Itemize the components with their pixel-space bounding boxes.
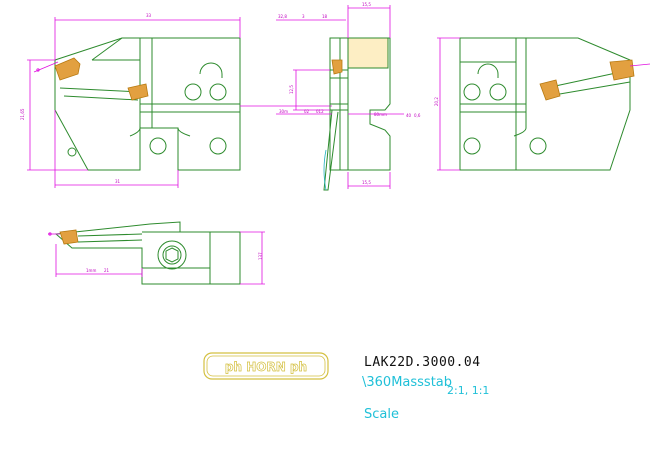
svg-text:31: 31 <box>115 179 121 184</box>
file-path: \360Massstab <box>362 375 453 390</box>
cutting-insert-rear <box>609 59 635 81</box>
svg-text:32,8: 32,8 <box>278 14 287 19</box>
svg-text:21: 21 <box>104 268 110 273</box>
svg-text:40: 40 <box>406 113 412 118</box>
cutting-insert-top <box>59 229 79 245</box>
svg-text:02: 02 <box>304 109 310 114</box>
svg-text:15,5: 15,5 <box>362 2 371 7</box>
logo-text: ph HORN ph <box>225 360 307 374</box>
svg-text:0,6: 0,6 <box>414 113 421 118</box>
top-view: 1mm 21 137 <box>48 221 265 285</box>
svg-text:30m: 30m <box>279 109 288 114</box>
horn-logo: ph HORN ph <box>203 352 329 380</box>
svg-text:80mm: 80mm <box>374 112 387 117</box>
svg-text:15,5: 15,5 <box>362 180 371 185</box>
svg-text:20,2: 20,2 <box>434 97 439 106</box>
front-view: 33 21,65 31 <box>20 13 332 188</box>
svg-text:1mm: 1mm <box>86 268 96 273</box>
svg-text:18: 18 <box>322 14 328 19</box>
svg-text:137: 137 <box>258 252 263 260</box>
side-view: 15,5 32,8 3 18 12,5 30m 02 012 80mm 40 0… <box>276 2 421 191</box>
scale-label: Scale <box>364 407 399 422</box>
svg-text:3: 3 <box>302 14 305 19</box>
svg-text:012: 012 <box>316 109 324 114</box>
part-number: LAK22D.3000.04 <box>364 355 481 370</box>
rear-view: 20,2 <box>434 37 651 171</box>
svg-text:21,65: 21,65 <box>20 108 25 120</box>
svg-text:12,5: 12,5 <box>289 85 294 94</box>
scale-ratio: 2:1, 1:1 <box>447 384 490 397</box>
cutting-insert <box>54 57 81 81</box>
svg-text:33: 33 <box>146 13 152 18</box>
